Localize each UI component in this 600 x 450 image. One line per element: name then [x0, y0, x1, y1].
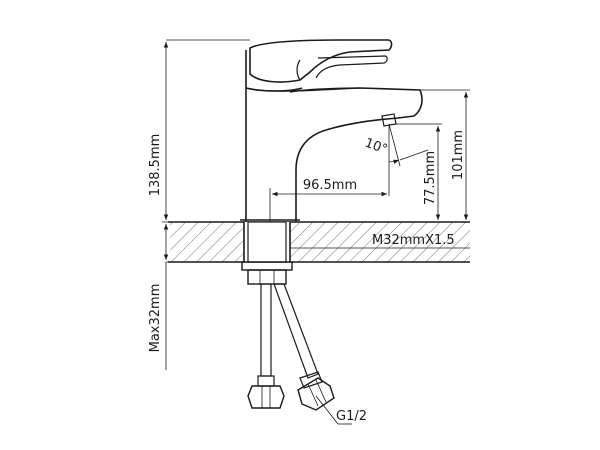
label-spout-height: 101mm	[451, 130, 466, 180]
hose-nut-left	[247, 385, 285, 409]
label-thread: M32mmX1.5	[372, 233, 455, 248]
deck-hole	[244, 222, 290, 262]
locknut	[247, 269, 287, 285]
g12-leader	[315, 395, 339, 425]
lever-underside	[315, 55, 388, 79]
hose-left	[260, 283, 272, 377]
faucet-body	[240, 39, 423, 222]
dimension-lines	[162, 39, 470, 425]
dim-outlet-angle	[388, 159, 400, 164]
under-deck-fittings	[241, 261, 335, 411]
locknut-washer	[241, 261, 293, 271]
label-outlet-height: 77.5mm	[423, 151, 438, 205]
hose-nut-right	[297, 377, 335, 411]
angle-leg	[388, 123, 401, 167]
label-outlet-angle: 10°	[363, 136, 390, 158]
cartridge-cap	[245, 50, 303, 92]
lever-handle	[249, 39, 393, 83]
label-overall-height: 138.5mm	[148, 134, 163, 197]
label-hose-thread: G1/2	[336, 409, 367, 424]
deck-hatch-left	[170, 222, 470, 262]
hose-right	[273, 283, 319, 379]
label-max-deck-thickness: Max32mm	[148, 284, 163, 353]
body-outline	[245, 87, 423, 222]
label-spout-reach: 96.5mm	[303, 178, 357, 193]
